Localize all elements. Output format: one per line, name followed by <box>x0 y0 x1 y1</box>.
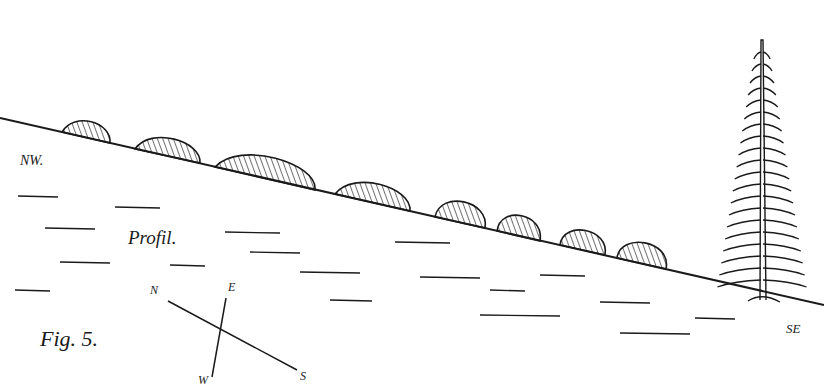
hummock <box>617 242 666 269</box>
direction-label: S <box>300 370 306 382</box>
hummocks <box>62 121 666 269</box>
hummock <box>62 121 110 143</box>
hummock <box>215 155 315 190</box>
direction-label: E <box>228 281 235 293</box>
figure-caption: Fig. 5. <box>40 328 98 350</box>
direction-label: SE <box>786 322 800 335</box>
hummock <box>497 215 540 241</box>
direction-label: NW. <box>20 154 43 168</box>
compass-cross <box>168 298 297 377</box>
direction-label: N <box>150 284 158 296</box>
hummock <box>435 201 485 228</box>
slope-line <box>0 118 824 305</box>
strata-dashes <box>15 196 735 334</box>
direction-label: W <box>198 374 208 386</box>
spruce-tree <box>717 40 806 302</box>
direction-label: Profil. <box>128 228 176 247</box>
